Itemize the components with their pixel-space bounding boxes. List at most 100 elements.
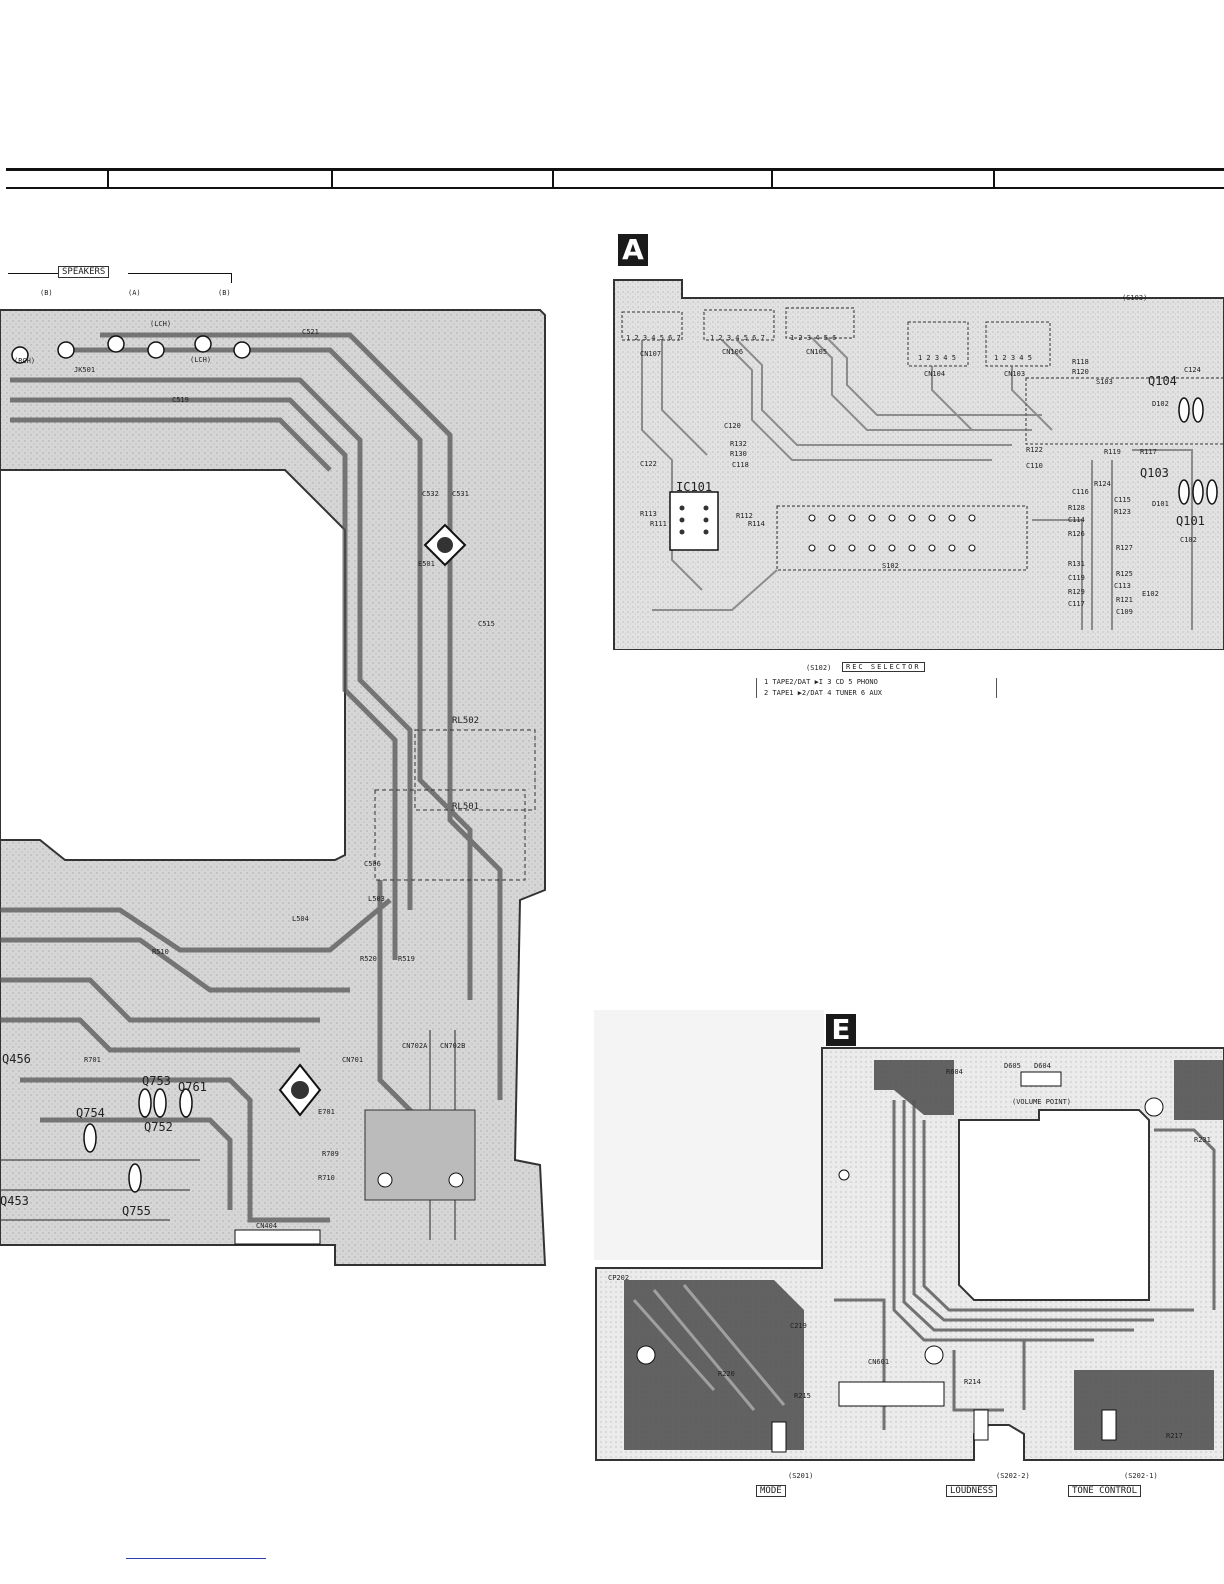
- component-label: C116: [1072, 488, 1089, 496]
- header-tick: [107, 169, 109, 189]
- component-label: C515: [478, 620, 495, 628]
- component-label: C124: [1184, 366, 1201, 374]
- header-tick: [993, 169, 995, 189]
- component-label: R122: [1026, 446, 1043, 454]
- component-label: R120: [1072, 368, 1089, 376]
- rec-selector-line-2: 2 TAPE1 ▶2/DAT 4 TUNER 6 AUX: [764, 689, 883, 697]
- component-label: C118: [732, 461, 749, 469]
- component-label: C113: [1114, 582, 1131, 590]
- component-label: D605: [1004, 1062, 1021, 1070]
- component-label: CN404: [256, 1222, 278, 1230]
- component-label: IC101: [676, 480, 713, 494]
- speakers-label: SPEAKERS: [58, 266, 110, 278]
- component-label: R220: [718, 1370, 735, 1378]
- component-label: R112: [736, 512, 753, 520]
- component-label: R124: [1094, 480, 1111, 488]
- component-label: R130: [730, 450, 747, 458]
- component-label: R125: [1116, 570, 1133, 578]
- bottom-link-line: [126, 1558, 266, 1559]
- component-label: R604: [946, 1068, 963, 1076]
- component-label: C115: [1114, 496, 1131, 504]
- jack-label: JK501: [74, 366, 96, 374]
- connector-pins: 1 2 3 4 5: [918, 354, 956, 362]
- connector-label: CN107: [640, 350, 662, 358]
- connector-pins: 1 2 3 4 5 6 7: [626, 334, 681, 342]
- capacitor-e501-shape: [423, 523, 467, 567]
- connector-label: CN106: [722, 348, 744, 356]
- component-label: R126: [1068, 530, 1085, 538]
- legend-bracket-left: [756, 678, 757, 698]
- component-label: R127: [1116, 544, 1133, 552]
- component-label: R215: [794, 1392, 811, 1400]
- component-label: CN601: [868, 1358, 890, 1366]
- component-label: R118: [1072, 358, 1089, 366]
- component-label: E102: [1142, 590, 1159, 598]
- component-label: L504: [292, 915, 309, 923]
- component-label: R214: [964, 1378, 981, 1386]
- component-label: CN701: [342, 1056, 364, 1064]
- loudness-label: LOUDNESS: [946, 1485, 998, 1497]
- component-label: C531: [452, 490, 469, 498]
- component-label: R113: [640, 510, 657, 518]
- terminal-label-lch-1: (LCH): [150, 320, 172, 328]
- component-label: C109: [1116, 608, 1133, 616]
- connector-label: CN105: [806, 348, 828, 356]
- rec-selector-title: REC SELECTOR: [842, 662, 925, 672]
- connector-pins: 1 2 3 4 5 6: [790, 334, 837, 342]
- header-tick: [331, 169, 333, 189]
- terminal-label-lch-2: (LCH): [190, 356, 212, 364]
- left-pcb-board: [0, 309, 547, 1266]
- component-label: C506: [364, 860, 381, 868]
- component-label: E501: [418, 560, 435, 568]
- component-label: S102: [882, 562, 899, 570]
- component-label: E701: [318, 1108, 335, 1116]
- component-label: C519: [172, 396, 189, 404]
- component-label: R231: [1194, 1136, 1211, 1144]
- component-label: R123: [1114, 508, 1131, 516]
- header-rule-top: [6, 168, 1224, 171]
- component-label: R119: [1104, 448, 1121, 456]
- component-label: L503: [368, 895, 385, 903]
- component-label: C119: [1068, 574, 1085, 582]
- board-e-pcb: [594, 1010, 1224, 1461]
- component-label: R519: [398, 955, 415, 963]
- component-label: Q103: [1140, 466, 1169, 480]
- component-label: RL502: [452, 716, 480, 726]
- switch-ref-s201: (S201): [788, 1472, 814, 1480]
- component-label: R510: [152, 948, 169, 956]
- header-tick: [771, 169, 773, 189]
- connector-label: CN103: [1004, 370, 1026, 378]
- component-label: C114: [1068, 516, 1085, 524]
- component-label: R131: [1068, 560, 1085, 568]
- component-label: R709: [322, 1150, 339, 1158]
- header-rule-bottom: [6, 187, 1224, 189]
- component-label: Q754: [76, 1106, 105, 1120]
- component-label: Q453: [0, 1194, 29, 1208]
- component-label: Q753: [142, 1074, 171, 1088]
- component-label: R701: [84, 1056, 101, 1064]
- component-label: C532: [422, 490, 439, 498]
- component-label: CN702A: [402, 1042, 428, 1050]
- component-label: Q752: [144, 1120, 173, 1134]
- connector-pins: 1 2 3 4 5 6 7: [710, 334, 765, 342]
- component-label: S103: [1096, 378, 1113, 386]
- component-label: Q101: [1176, 514, 1205, 528]
- component-label: C120: [724, 422, 741, 430]
- component-label: R217: [1166, 1432, 1183, 1440]
- tone-control-label: TONE CONTROL: [1068, 1485, 1142, 1497]
- speaker-terminal-a: (A): [128, 289, 141, 297]
- component-label: C110: [1026, 462, 1043, 470]
- component-label: R129: [1068, 588, 1085, 596]
- component-label: RL501: [452, 802, 480, 812]
- switch-ref-s202-2: (S202-2): [996, 1472, 1030, 1480]
- speaker-terminal-b-left: (B): [40, 289, 53, 297]
- switch-ref-s202-1: (S202-1): [1124, 1472, 1158, 1480]
- component-label: Q761: [178, 1080, 207, 1094]
- component-label: R710: [318, 1174, 335, 1182]
- component-label: Q456: [2, 1052, 31, 1066]
- speaker-terminal-b-right: (B): [218, 289, 231, 297]
- component-label: Q755: [122, 1204, 151, 1218]
- terminal-label-rch: (RCH): [14, 357, 36, 365]
- connector-pins: 1 2 3 4 5: [994, 354, 1032, 362]
- component-label: R520: [360, 955, 377, 963]
